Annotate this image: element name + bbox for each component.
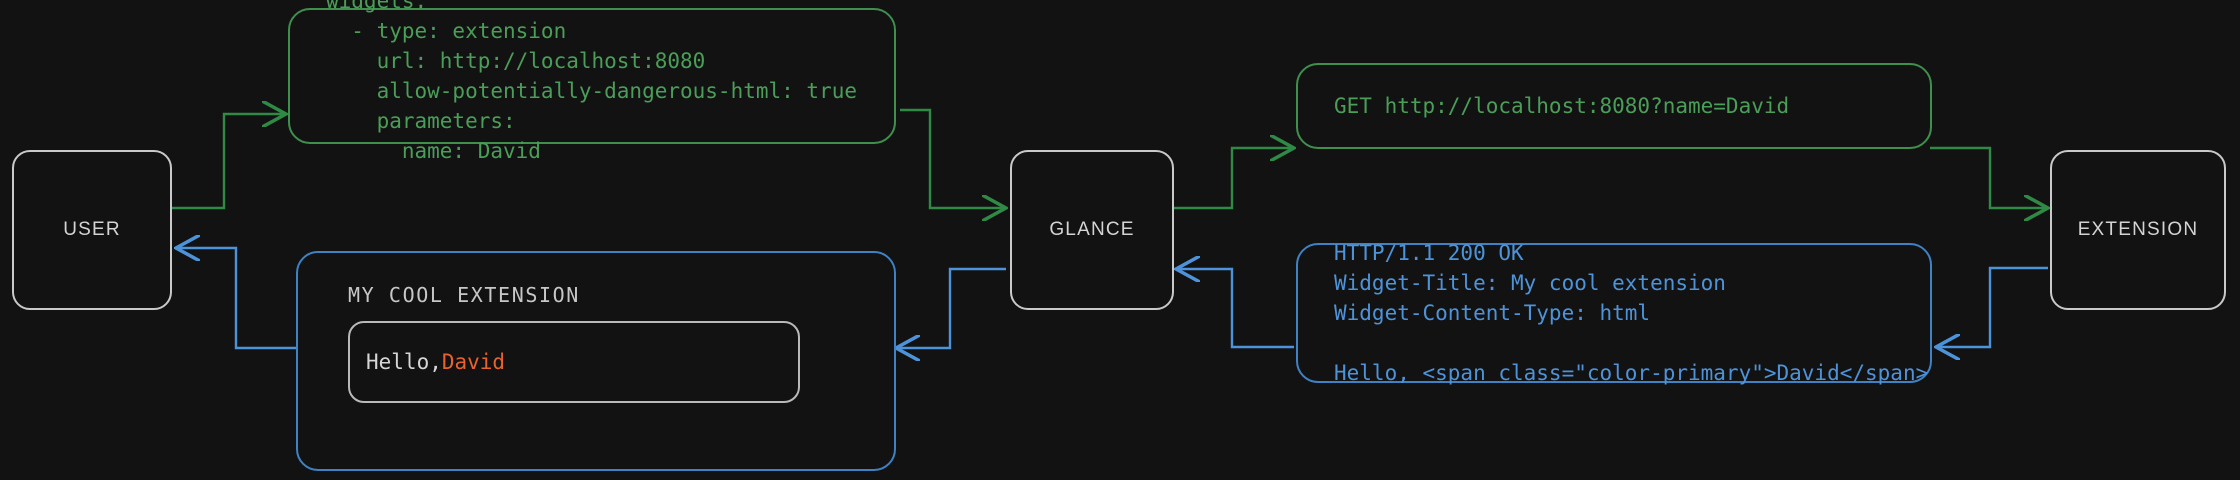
- connector-request-to-extension: [1930, 146, 2048, 208]
- node-extension[interactable]: EXTENSION: [2050, 150, 2226, 310]
- connector-widget-to-user: [176, 248, 296, 350]
- connector-user-to-config: [172, 114, 286, 210]
- connector-glance-to-widget: [896, 267, 1006, 348]
- http-response-text: HTTP/1.1 200 OK Widget-Title: My cool ex…: [1334, 241, 1929, 385]
- widget-preview-card: Hello, David: [348, 321, 800, 403]
- connector-extension-to-response: [1936, 266, 2048, 347]
- widget-greeting-name: David: [441, 350, 506, 374]
- http-request-text: GET http://localhost:8080?name=David: [1334, 94, 1790, 118]
- widget-greeting-prefix: Hello,: [366, 350, 442, 374]
- node-user-label: USER: [63, 219, 121, 240]
- connector-config-to-glance: [900, 108, 1006, 208]
- node-user[interactable]: USER: [12, 150, 172, 310]
- node-glance-label: GLANCE: [1049, 219, 1135, 240]
- http-request-box: GET http://localhost:8080?name=David: [1296, 63, 1932, 149]
- node-glance[interactable]: GLANCE: [1010, 150, 1174, 310]
- connector-glance-to-request: [1174, 148, 1294, 210]
- config-yaml-box: widgets: - type: extension url: http://l…: [288, 0, 896, 163]
- widget-preview-title: MY COOL EXTENSION: [348, 283, 580, 307]
- node-extension-label: EXTENSION: [2077, 219, 2199, 240]
- widget-preview-box: MY COOL EXTENSION Hello, David: [296, 251, 896, 471]
- config-yaml-text: widgets: - type: extension url: http://l…: [326, 0, 858, 163]
- connector-response-to-glance: [1176, 269, 1294, 349]
- http-response-box: HTTP/1.1 200 OK Widget-Title: My cool ex…: [1296, 241, 1932, 385]
